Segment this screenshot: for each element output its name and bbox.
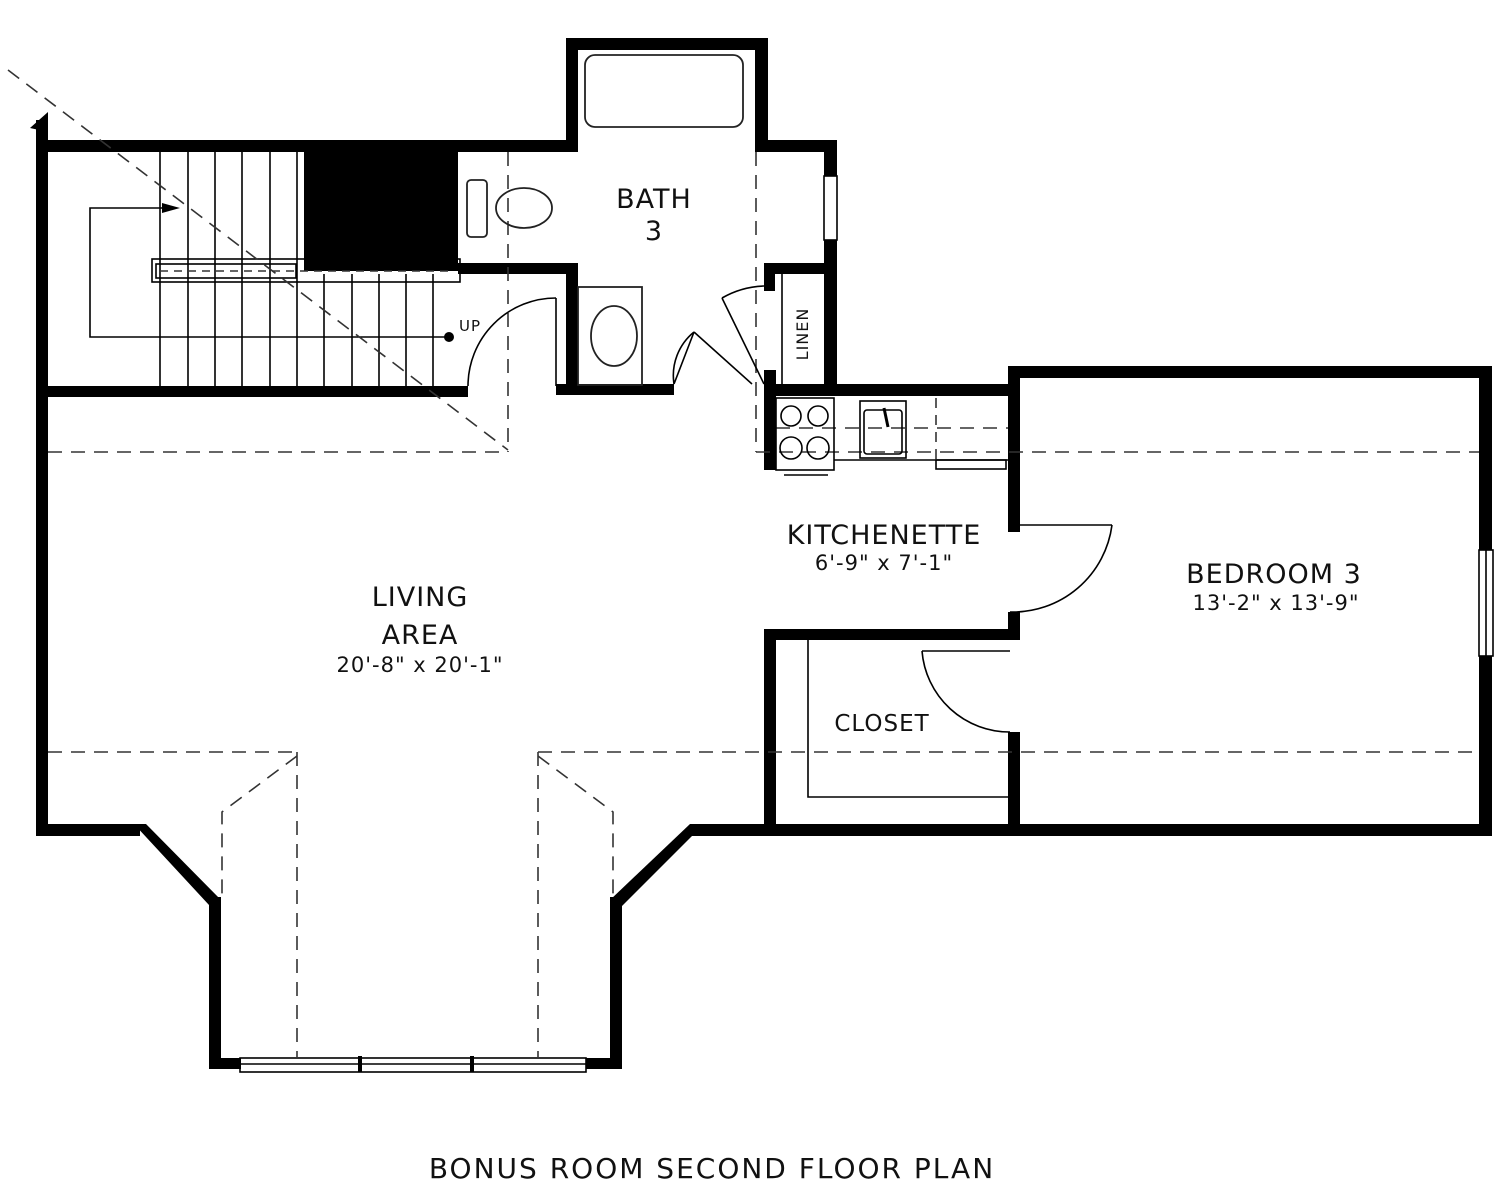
window-icon: [239, 175, 1494, 1073]
door-swing-icon: [467, 285, 1113, 733]
kitchenette-dimensions: 6'-9" x 7'-1": [815, 551, 953, 575]
living-label: LIVING: [372, 582, 469, 613]
stair-arrow-icon: [162, 203, 180, 213]
ceiling-slope-lines: [7, 69, 1479, 1058]
bath-number: 3: [645, 216, 663, 247]
toilet-icon: [466, 179, 488, 238]
closet-shelf: [807, 640, 1008, 798]
bathtub-icon: [584, 54, 744, 128]
bedroom-dimensions: 13'-2" x 13'-9": [1193, 591, 1360, 615]
kitchen-fixtures: [775, 397, 1008, 476]
closet-label: CLOSET: [834, 711, 929, 737]
staircase: UP: [89, 152, 481, 386]
sink-icon: [577, 286, 643, 386]
kitchenette-label: KITCHENETTE: [787, 520, 982, 551]
stove-icon: [775, 397, 835, 476]
linen-label: LINEN: [793, 308, 812, 361]
walls: [30, 38, 1492, 1069]
bedroom-label: BEDROOM 3: [1186, 559, 1362, 590]
living-label-line2: AREA: [382, 620, 459, 651]
bath-fixtures: [466, 54, 744, 386]
plan-title: BONUS ROOM SECOND FLOOR PLAN: [429, 1152, 995, 1185]
bath-label: BATH: [616, 184, 692, 215]
kitchen-sink-icon: [859, 400, 907, 459]
living-dimensions: 20'-8" x 20'-1": [337, 653, 504, 677]
stairs-up-label: UP: [459, 317, 481, 335]
